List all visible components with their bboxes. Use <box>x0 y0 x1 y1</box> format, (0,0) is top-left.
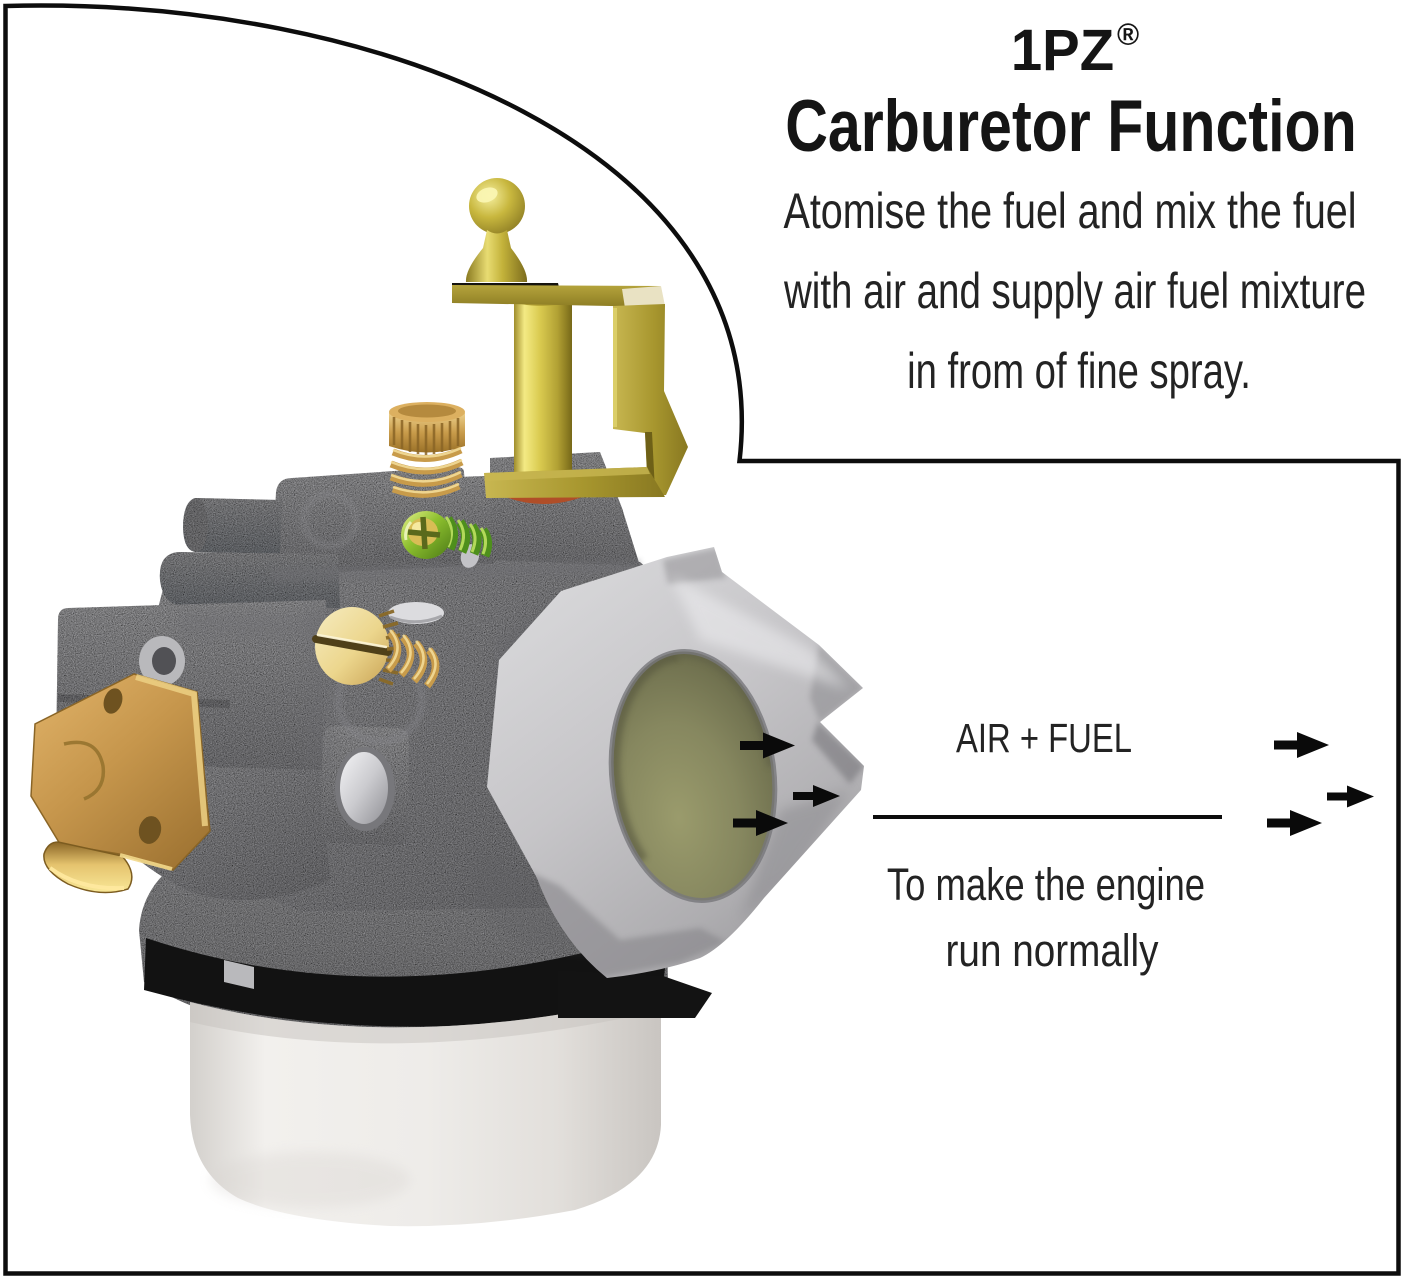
bowl-gasket <box>144 928 671 1027</box>
bracket-hole-bottom <box>138 816 162 844</box>
description-line-2: with air and supply air fuel mixture <box>783 263 1367 319</box>
flow-arrow-icon <box>740 732 795 759</box>
ball-stem <box>465 230 528 282</box>
frame-border <box>3 3 1401 1276</box>
flow-arrow-icon <box>733 810 788 836</box>
flow-arrow-icon <box>1267 810 1322 836</box>
flow-arrows <box>733 732 1374 836</box>
intake-flange <box>487 547 864 978</box>
page-title: Carburetor Function <box>785 86 1357 167</box>
description-line-1: Atomise the fuel and mix the fuel <box>783 183 1357 239</box>
body-shelf <box>159 552 340 608</box>
venturi-bore <box>611 651 775 901</box>
description-line-3: in from of fine spray. <box>907 343 1251 399</box>
flow-arrow-icon <box>1327 785 1374 808</box>
fuel-bowl-rim-shadow <box>190 995 661 1044</box>
carburetor <box>30 178 864 1227</box>
brand-text: 1PZ <box>1010 18 1115 83</box>
flow-arrow-icon <box>1274 732 1329 758</box>
linkage-ball <box>469 178 525 234</box>
flow-label: AIR + FUEL <box>956 715 1132 761</box>
registered-trademark-icon: ® <box>1116 17 1140 52</box>
vent-screw <box>401 511 493 568</box>
bracket-foot <box>43 841 133 894</box>
brand-name: 1PZ® <box>1011 19 1139 80</box>
mounting-bracket <box>30 673 211 894</box>
body-stub-cylinder <box>183 498 282 554</box>
boss-hole <box>152 647 176 675</box>
flange-shadow <box>558 970 712 1018</box>
mixture-screw <box>312 607 440 689</box>
float-linkage <box>452 178 562 301</box>
vent-thread <box>444 516 493 558</box>
flow-note-line-2: run normally <box>945 925 1159 976</box>
idle-thumbscrew <box>389 402 465 498</box>
gasket-notch <box>224 960 254 989</box>
idle-spring <box>389 446 464 498</box>
bracket-hole-top <box>103 688 123 714</box>
flow-arrow-icon <box>793 785 840 807</box>
choke-bracket <box>452 285 688 498</box>
flow-note-line-1: To make the engine <box>886 859 1206 910</box>
pivot-pin <box>340 752 388 824</box>
